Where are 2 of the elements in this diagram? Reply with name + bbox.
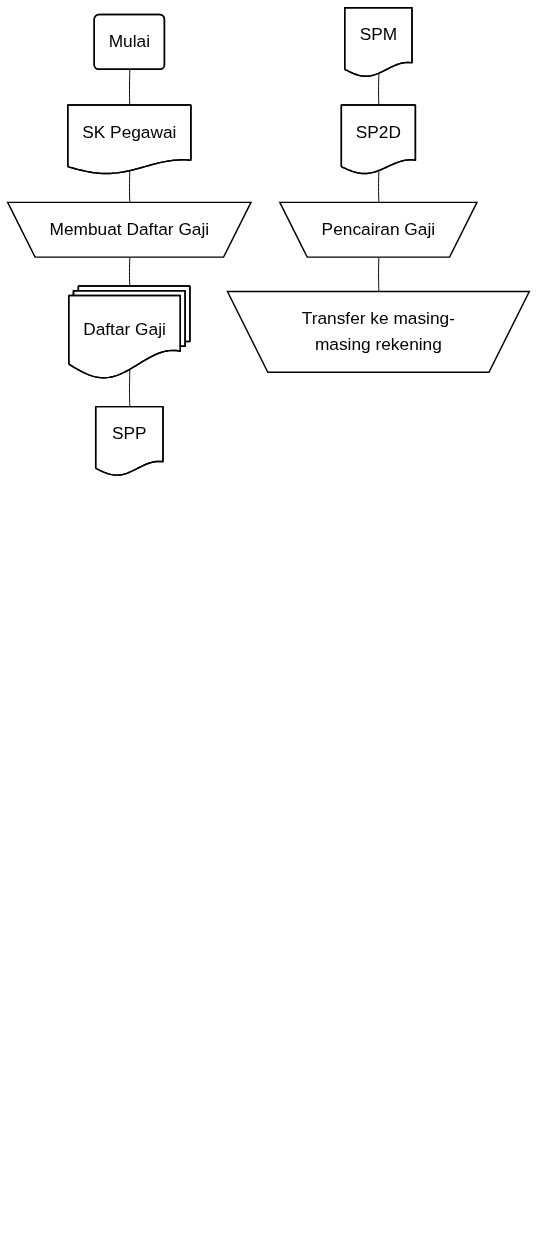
connector — [129, 69, 131, 106]
connector — [378, 73, 380, 106]
